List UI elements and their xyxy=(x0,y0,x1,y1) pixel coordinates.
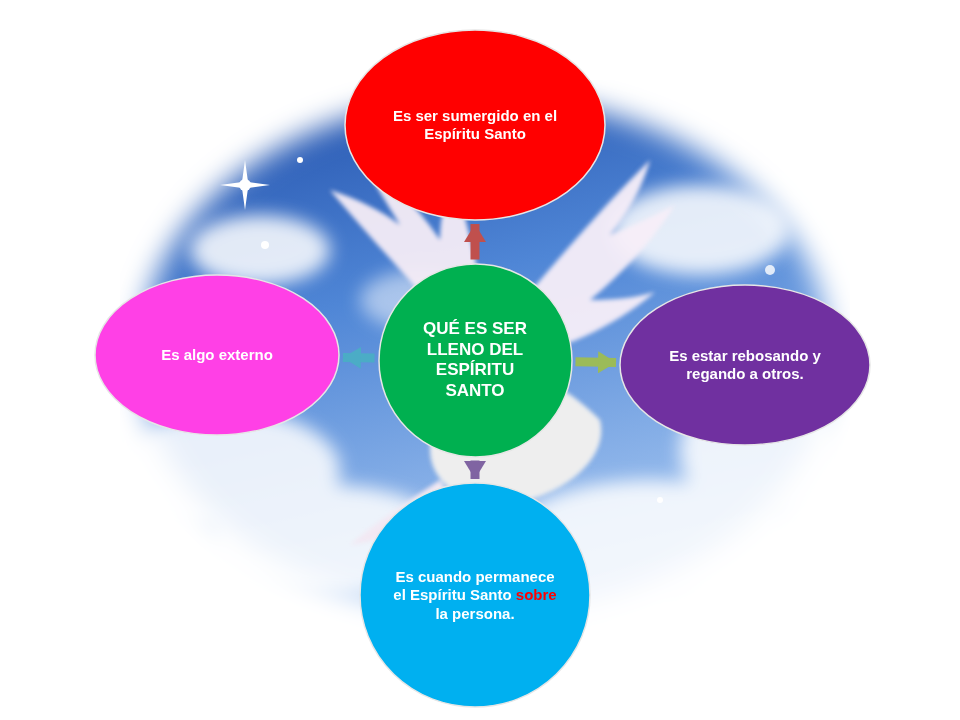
word: persona. xyxy=(452,604,515,621)
text-area: Es ser sumergido en el Espíritu Santo xyxy=(381,107,569,144)
center-circle: QUÉ ES SER LLENO DEL ESPÍRITU SANTO xyxy=(378,263,573,458)
ellipse-fill xyxy=(95,275,339,435)
idea-text: Es estar rebosando y regando a otros. xyxy=(656,347,834,384)
idea-text: Es ser sumergido en el Espíritu Santo xyxy=(381,107,569,144)
text-area: QUÉ ES SER LLENO DEL ESPÍRITU SANTO xyxy=(408,319,543,402)
text-area: Es algo externo xyxy=(130,346,305,364)
idea-ellipse: Es ser sumergido en el Espíritu Santo xyxy=(344,29,606,221)
word: cuando xyxy=(418,568,476,585)
ellipse-fill xyxy=(379,264,572,457)
word: Es xyxy=(395,568,418,585)
idea-ellipse: Es algo externo xyxy=(94,274,340,436)
block-arrow xyxy=(471,461,480,480)
ellipse-fill xyxy=(620,285,870,445)
idea-text: Es algo externo xyxy=(130,346,305,364)
block-arrow xyxy=(575,357,616,367)
word: Espíritu xyxy=(410,586,470,603)
text-area: Es estar rebosando y regando a otros. xyxy=(656,347,834,384)
block-arrow xyxy=(343,353,375,363)
word: el xyxy=(393,586,410,603)
idea-text: Es cuando permanece el Espíritu Santo so… xyxy=(393,568,558,623)
idea-ellipse: Es cuando permanece el Espíritu Santo so… xyxy=(359,482,591,708)
word: sobre xyxy=(516,586,557,603)
word: la xyxy=(435,604,452,621)
idea-ellipse: Es estar rebosando y regando a otros. xyxy=(619,284,871,446)
word: Santo xyxy=(470,586,516,603)
central-question: QUÉ ES SER LLENO DEL ESPÍRITU SANTO xyxy=(408,319,543,402)
text-area: Es cuando permanece el Espíritu Santo so… xyxy=(393,568,558,623)
ellipse-fill xyxy=(360,483,590,707)
word: permanece xyxy=(475,568,554,585)
ellipse-fill xyxy=(345,30,605,220)
block-arrow xyxy=(471,224,480,260)
